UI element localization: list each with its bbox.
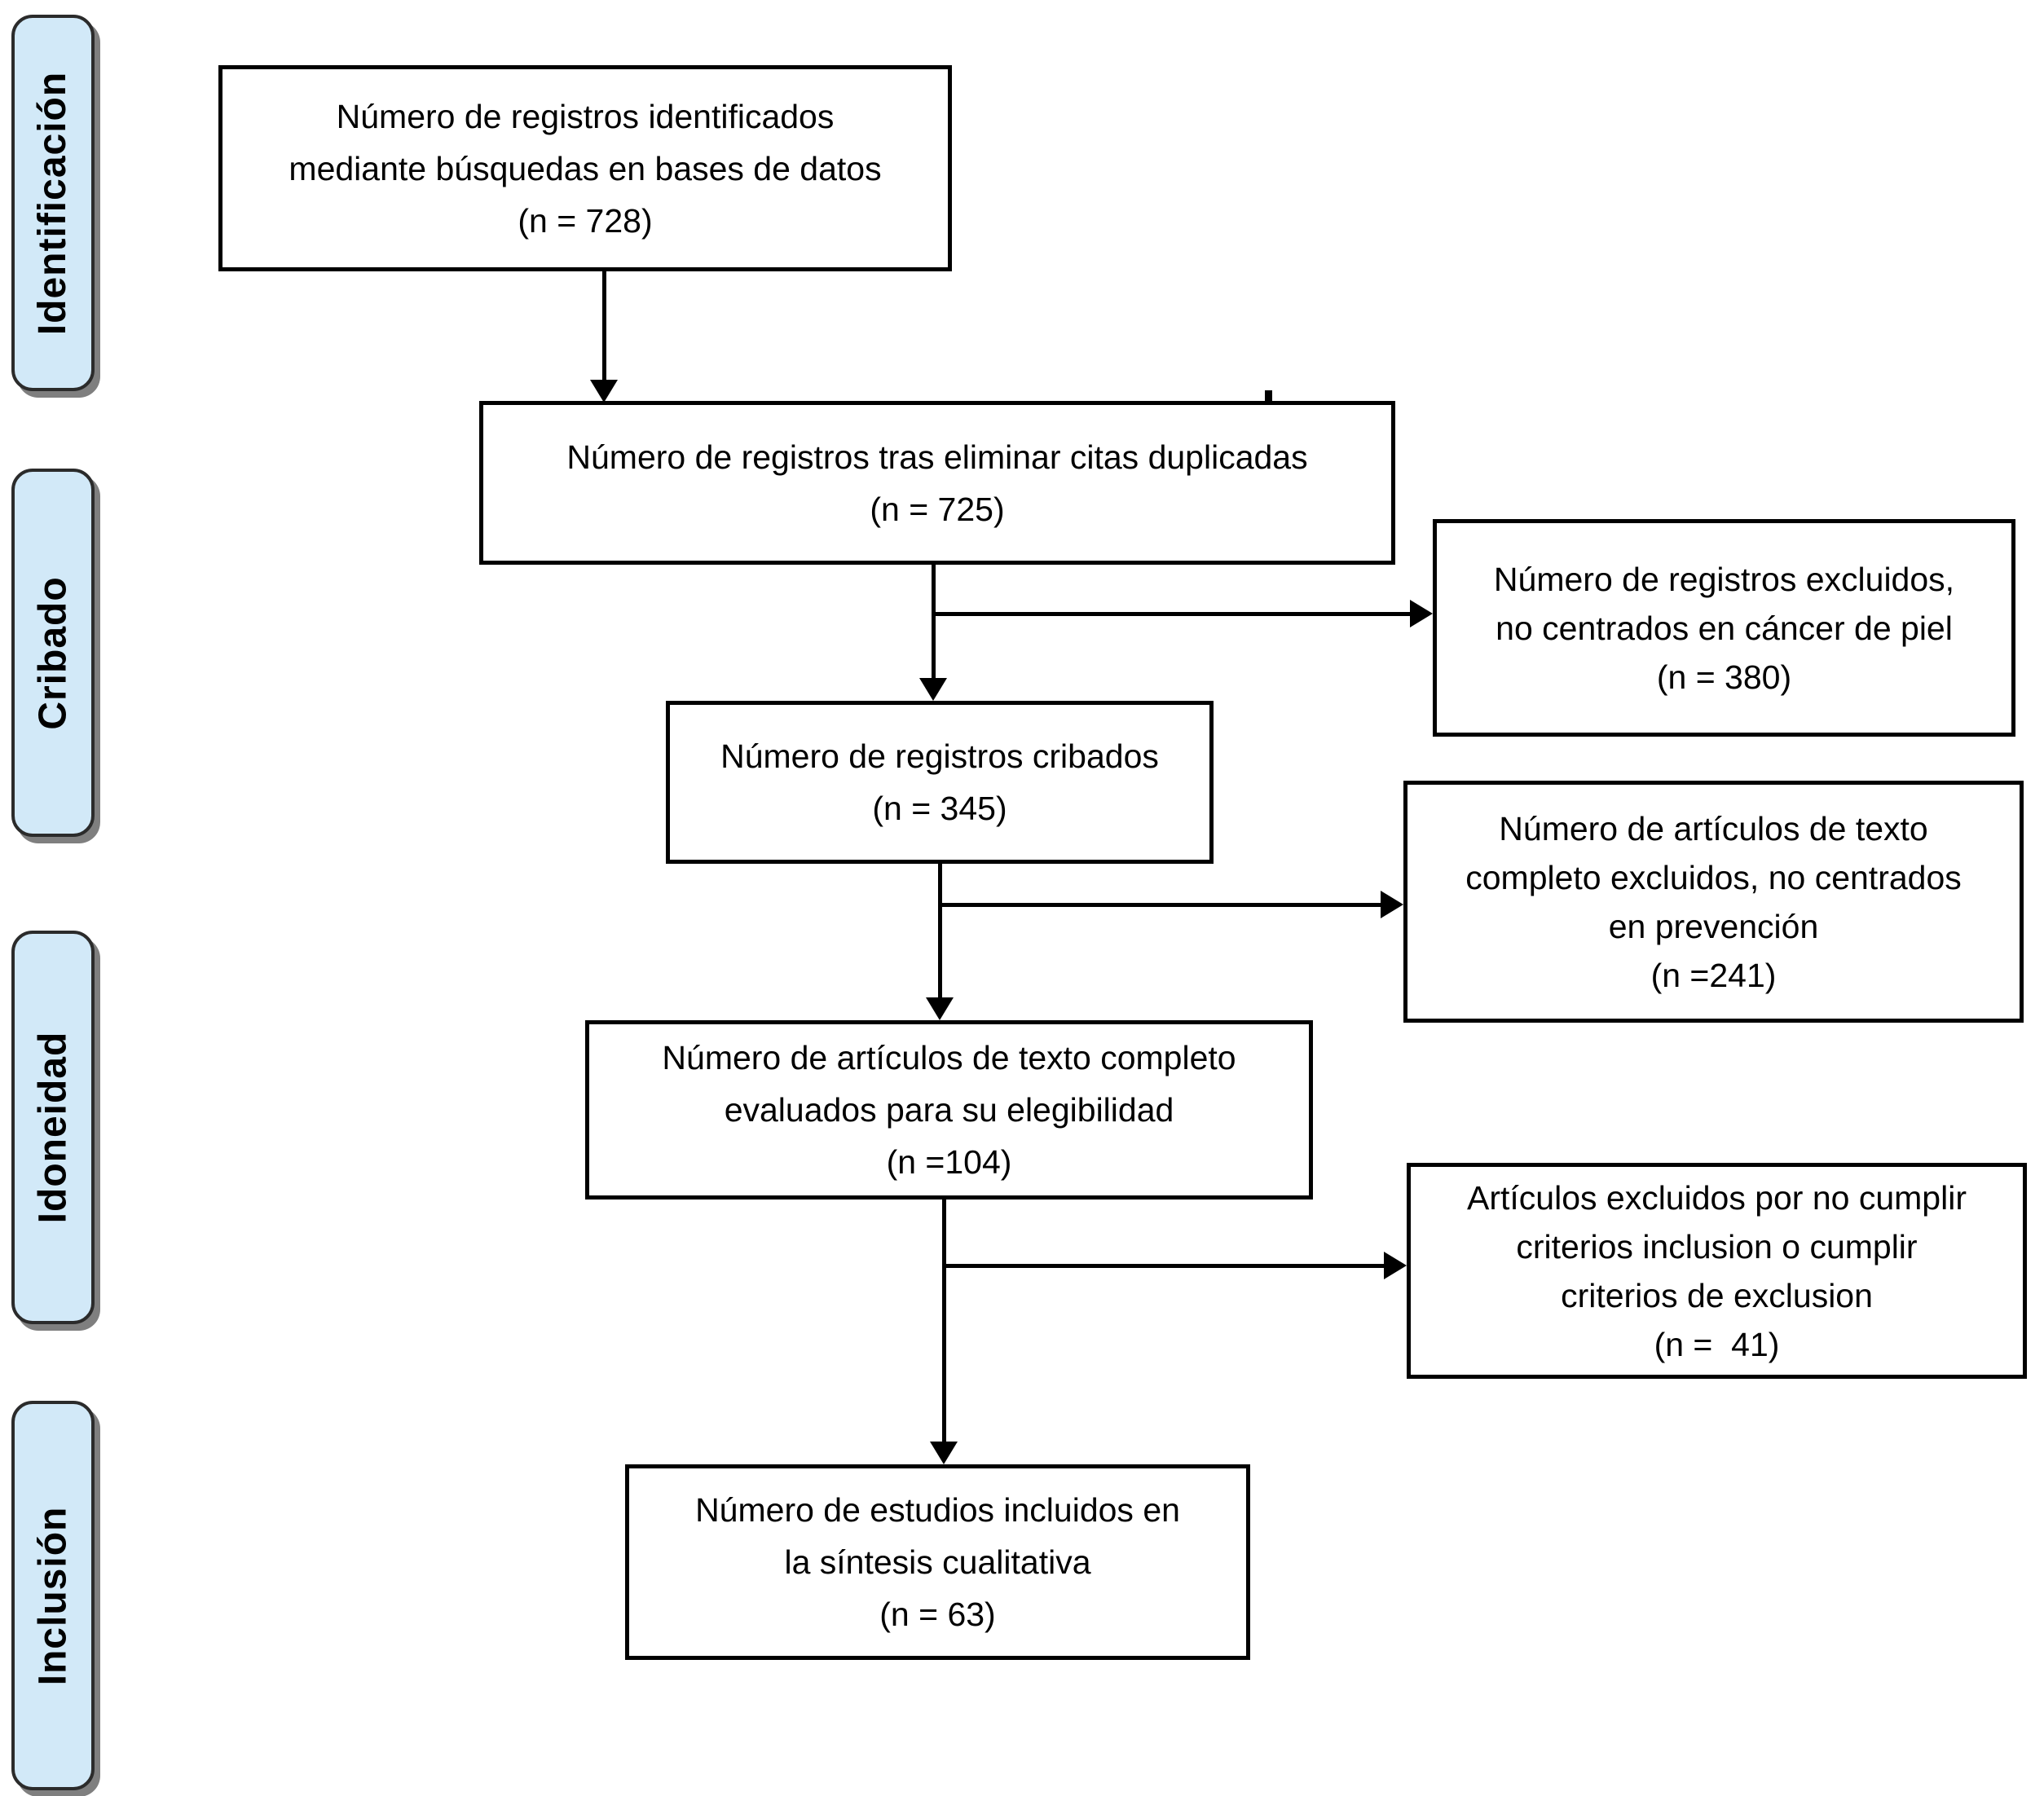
- flow-box-records-identified-line-1: Número de registros identificados: [336, 97, 835, 135]
- exclusion-box-fulltext-excluded: Número de artículos de texto completo ex…: [1403, 781, 2024, 1023]
- connector-fulltext-to-included: [942, 1200, 946, 1444]
- exclusion-box-fulltext-excluded-count: (n =241): [1650, 956, 1777, 994]
- exclusion-box-criteria-excluded-line-2: criterios inclusion o cumplir: [1516, 1227, 1918, 1266]
- connector-deduplicated-to-screened: [932, 565, 936, 680]
- exclusion-box-records-excluded: Número de registros excluidos, no centra…: [1433, 519, 2015, 737]
- flow-box-records-deduplicated-line-1: Número de registros tras eliminar citas …: [566, 438, 1308, 476]
- exclusion-box-criteria-excluded-line-3: criterios de exclusion: [1561, 1276, 1873, 1314]
- connector-screened-to-fulltext: [938, 864, 942, 1000]
- connector-identified-to-deduplicated: [602, 271, 606, 382]
- flow-box-fulltext-assessed-count: (n =104): [886, 1143, 1012, 1181]
- arrowhead-down-into-included: [930, 1442, 958, 1464]
- stage-inclusion: Inclusión: [11, 1401, 95, 1790]
- flow-box-fulltext-assessed-line-2: evaluados para su elegibilidad: [724, 1091, 1174, 1129]
- stage-inclusion-label: Inclusión: [31, 1506, 75, 1685]
- arrowhead-right-into-records-excluded: [1410, 600, 1433, 627]
- exclusion-box-records-excluded-line-2: no centrados en cáncer de piel: [1496, 609, 1953, 647]
- flow-box-studies-included-line-1: Número de estudios incluidos en: [695, 1491, 1180, 1529]
- flow-box-records-deduplicated: Número de registros tras eliminar citas …: [479, 401, 1395, 565]
- stage-identification: Identificación: [11, 15, 95, 391]
- exclusion-box-records-excluded-line-1: Número de registros excluidos,: [1493, 560, 1955, 598]
- stage-eligibility-label: Idoneidad: [31, 1031, 75, 1224]
- flow-box-records-screened-count: (n = 345): [872, 790, 1007, 827]
- connector-branch-to-fulltext-excluded: [940, 903, 1381, 907]
- arrowhead-down-into-screened: [919, 678, 947, 701]
- flow-box-records-deduplicated-count: (n = 725): [870, 490, 1005, 528]
- flow-box-records-identified-count: (n = 728): [518, 201, 653, 240]
- connector-branch-to-criteria-excluded: [944, 1264, 1384, 1268]
- flow-box-records-identified-line-2: mediante búsquedas en bases de datos: [289, 149, 882, 187]
- exclusion-box-criteria-excluded-count: (n = 41): [1654, 1325, 1780, 1363]
- flow-box-records-identified: Número de registros identificados median…: [218, 65, 952, 271]
- stage-eligibility: Idoneidad: [11, 931, 95, 1324]
- exclusion-box-criteria-excluded: Artículos excluidos por no cumplir crite…: [1407, 1163, 2027, 1379]
- stray-tick-mark: [1265, 390, 1272, 403]
- flow-box-studies-included-line-2: la síntesis cualitativa: [784, 1543, 1091, 1581]
- stage-screening-label: Cribado: [31, 575, 75, 730]
- exclusion-box-records-excluded-count: (n = 380): [1656, 658, 1792, 696]
- arrowhead-down-into-deduplicated: [590, 380, 618, 403]
- flow-box-studies-included-count: (n = 63): [879, 1596, 996, 1633]
- flow-box-fulltext-assessed-line-1: Número de artículos de texto completo: [662, 1039, 1236, 1076]
- flow-box-records-screened: Número de registros cribados (n = 345): [666, 701, 1214, 864]
- arrowhead-right-into-criteria-excluded: [1384, 1252, 1407, 1279]
- stage-screening: Cribado: [11, 469, 95, 837]
- exclusion-box-fulltext-excluded-line-1: Número de artículos de texto: [1499, 809, 1928, 847]
- exclusion-box-fulltext-excluded-line-3: en prevención: [1608, 907, 1819, 945]
- stage-identification-label: Identificación: [31, 71, 75, 335]
- flow-box-fulltext-assessed: Número de artículos de texto completo ev…: [585, 1020, 1313, 1200]
- flow-box-studies-included: Número de estudios incluidos en la sínte…: [625, 1464, 1250, 1660]
- connector-branch-to-records-excluded: [933, 612, 1410, 616]
- flow-box-records-screened-line-1: Número de registros cribados: [720, 737, 1159, 775]
- arrowhead-down-into-fulltext: [926, 997, 954, 1020]
- arrowhead-right-into-fulltext-excluded: [1381, 891, 1403, 918]
- exclusion-box-criteria-excluded-line-1: Artículos excluidos por no cumplir: [1467, 1178, 1967, 1217]
- exclusion-box-fulltext-excluded-line-2: completo excluidos, no centrados: [1465, 858, 1962, 896]
